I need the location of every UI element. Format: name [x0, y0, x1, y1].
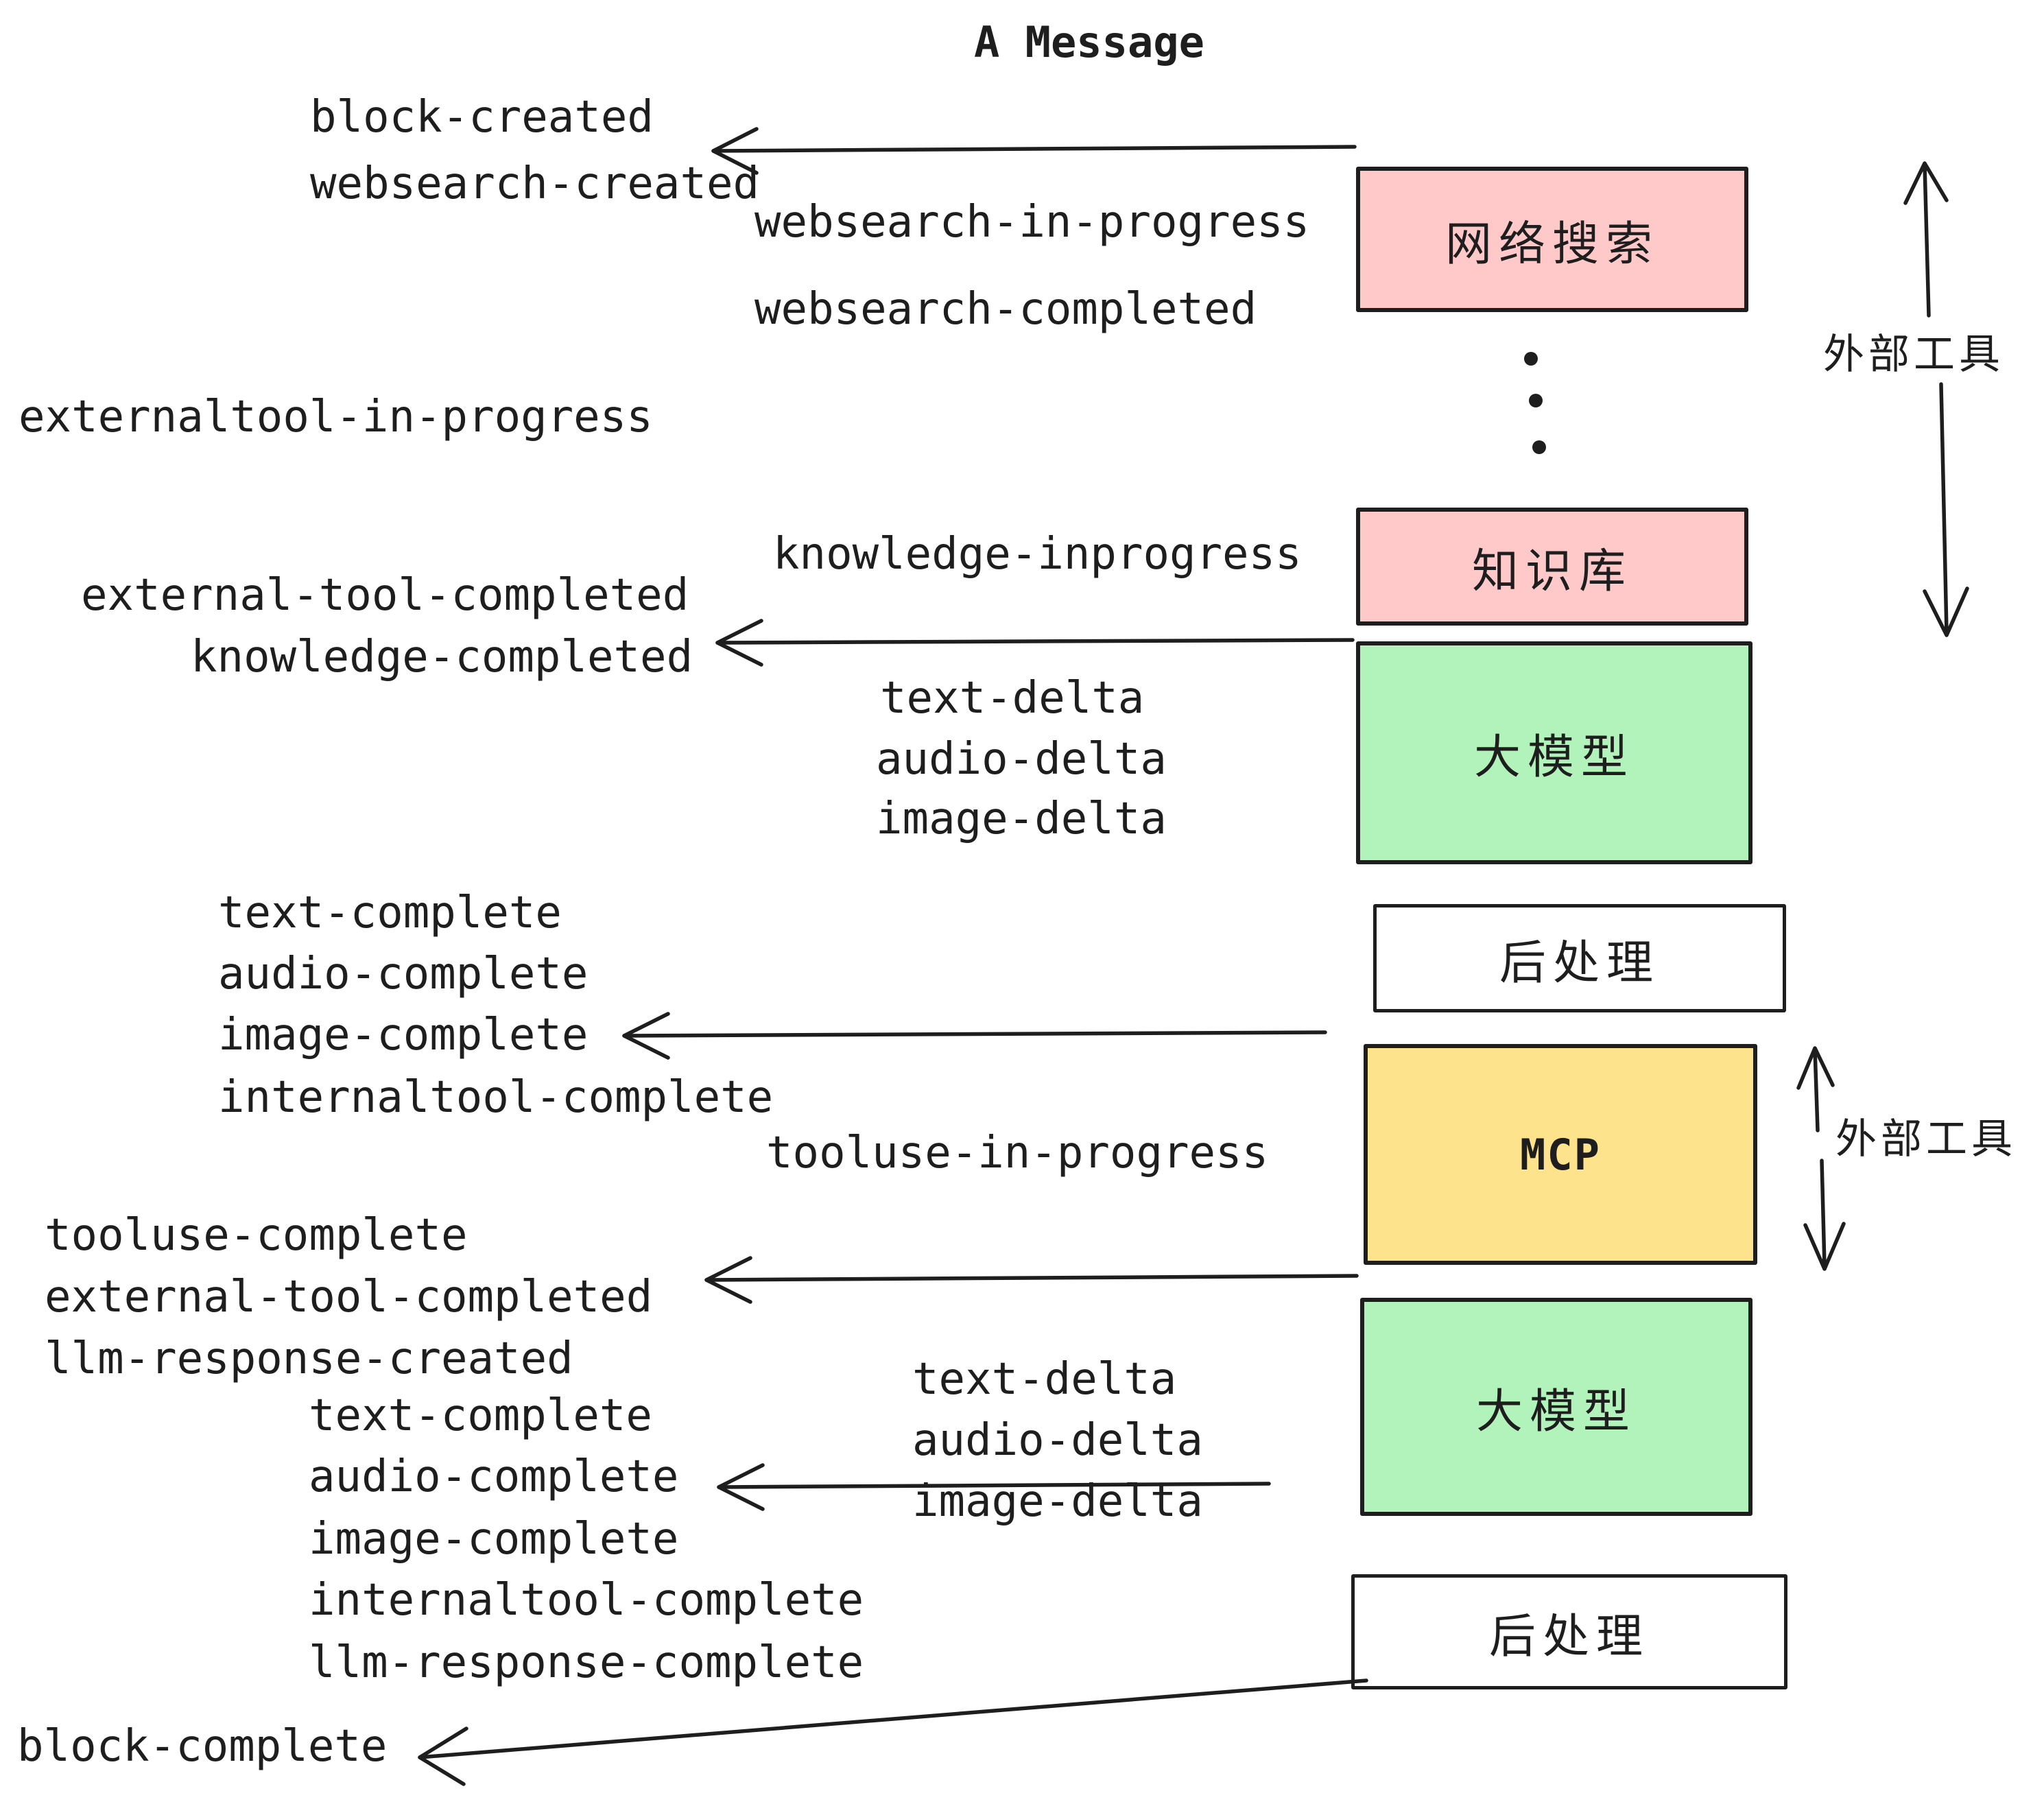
postprocess-box-top-label: 后处理 [1499, 936, 1660, 990]
arrow-mcp-external-up [1796, 1046, 1835, 1132]
websearch-box-label: 网络搜索 [1445, 217, 1659, 272]
event-text-delta-1: text-delta [880, 673, 1145, 724]
arrow-mcp-external-down [1803, 1159, 1846, 1271]
llm-box-bottom-label: 大模型 [1475, 1384, 1637, 1439]
postprocess-box-bottom-label: 后处理 [1488, 1609, 1650, 1664]
arrow-postprocess-to-block-complete [418, 1678, 1368, 1786]
event-llm-response-complete: llm-response-complete [309, 1637, 864, 1688]
event-knowledge-inprogress: knowledge-inprogress [773, 529, 1302, 580]
knowledge-box: 知识库 [1356, 508, 1748, 626]
arrow-knowledge-to-knowledge-completed [715, 619, 1355, 667]
knowledge-box-label: 知识库 [1471, 544, 1632, 599]
postprocess-box-bottom: 后处理 [1351, 1574, 1787, 1689]
event-external-tool-completed-1: external-tool-completed [81, 570, 689, 621]
event-image-complete-2: image-complete [309, 1514, 679, 1565]
arrow-external-tools-down [1923, 382, 1969, 637]
event-tooluse-in-progress: tooluse-in-progress [766, 1128, 1269, 1178]
event-websearch-created: websearch-created [310, 158, 760, 209]
postprocess-box-top: 后处理 [1373, 904, 1786, 1012]
external-tools-label-bottom: 外部工具 [1835, 1115, 2017, 1163]
ellipsis-dots [1524, 352, 1546, 454]
event-text-delta-2: text-delta [912, 1354, 1177, 1405]
event-audio-delta-2: audio-delta [912, 1415, 1203, 1466]
event-external-tool-completed-2: external-tool-completed [45, 1272, 653, 1322]
event-tooluse-complete: tooluse-complete [45, 1210, 468, 1261]
event-block-created: block-created [310, 92, 654, 143]
llm-box-bottom: 大模型 [1360, 1298, 1752, 1516]
event-image-delta-1: image-delta [876, 794, 1167, 844]
event-image-delta-2: image-delta [912, 1476, 1203, 1527]
arrow-websearch-to-block-created [711, 127, 1357, 175]
websearch-box: 网络搜索 [1356, 167, 1748, 312]
arrow-external-tools-up [1903, 161, 1949, 318]
event-llm-response-created: llm-response-created [45, 1333, 573, 1384]
event-image-complete-1: image-complete [218, 1010, 589, 1060]
llm-box-top: 大模型 [1356, 641, 1752, 864]
event-audio-delta-1: audio-delta [876, 734, 1167, 785]
event-text-complete-1: text-complete [218, 888, 562, 938]
event-websearch-completed: websearch-completed [754, 284, 1257, 335]
mcp-box-label: MCP [1520, 1129, 1601, 1180]
mcp-box: MCP [1364, 1044, 1757, 1265]
event-text-complete-2: text-complete [309, 1390, 652, 1441]
arrow-postprocess-to-image-complete [622, 1012, 1327, 1060]
arrow-mcp-to-external-tool-completed [704, 1256, 1359, 1304]
llm-box-top-label: 大模型 [1473, 731, 1635, 785]
event-internaltool-complete-2: internaltool-complete [309, 1575, 864, 1626]
event-websearch-in-progress: websearch-in-progress [754, 197, 1310, 248]
event-audio-complete-2: audio-complete [309, 1451, 679, 1502]
external-tools-label-top: 外部工具 [1823, 331, 2004, 379]
event-externaltool-in-progress: externaltool-in-progress [19, 392, 653, 442]
event-audio-complete-1: audio-complete [218, 949, 589, 999]
event-internaltool-complete-1: internaltool-complete [218, 1072, 774, 1123]
event-block-complete: block-complete [17, 1721, 388, 1772]
event-knowledge-completed: knowledge-completed [191, 632, 693, 683]
diagram-title: A Message [974, 17, 1204, 67]
